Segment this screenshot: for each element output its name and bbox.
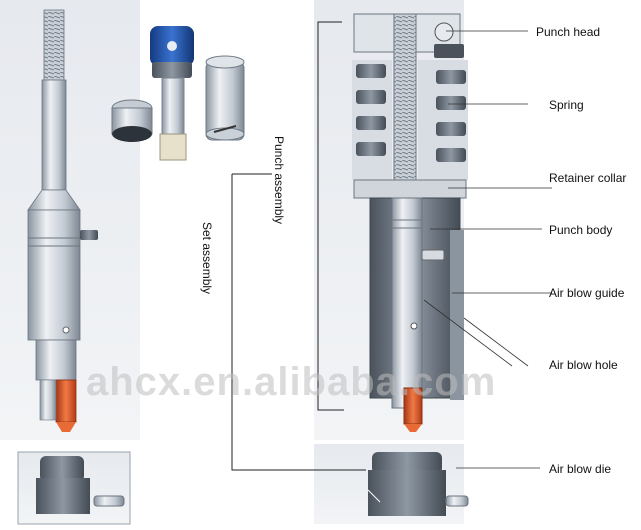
left-punch-exterior (0, 0, 140, 440)
label-set-assembly: Set assembly (200, 222, 214, 295)
parts-photo (111, 0, 300, 172)
label-punch-head: Punch head (536, 25, 601, 39)
spring-coils (352, 60, 468, 180)
right-punch-cutaway (314, 0, 468, 440)
label-punch-assembly: Punch assembly (272, 136, 286, 225)
label-punch-body: Punch body (549, 223, 613, 237)
leader-lines (423, 30, 552, 469)
label-air-blow-hole: Air blow hole (549, 358, 618, 372)
right-die (314, 444, 469, 524)
label-retainer-collar: Retainer collar (549, 171, 627, 185)
label-air-blow-guide: Air blow guide (549, 286, 625, 300)
assembly-brackets (231, 21, 366, 471)
label-spring: Spring (549, 98, 584, 112)
watermark: ahcx.en.alibaba.com (86, 360, 497, 404)
left-die (17, 451, 131, 525)
label-air-blow-die: Air blow die (549, 462, 612, 476)
